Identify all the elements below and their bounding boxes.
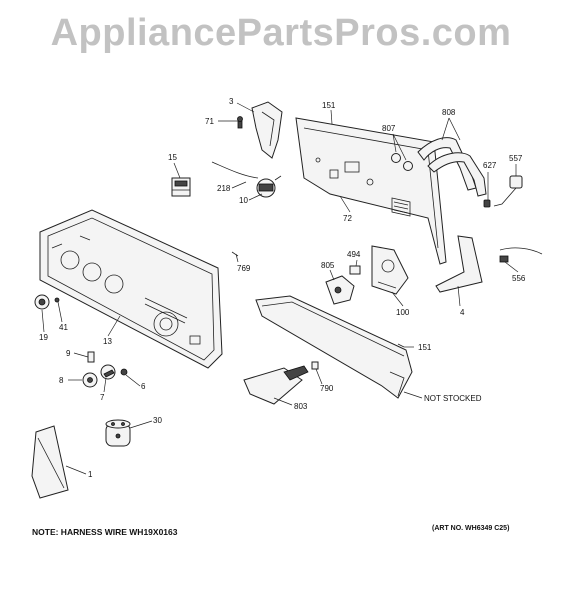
- label-218: 218: [217, 184, 231, 193]
- label-41: 41: [59, 323, 68, 332]
- part-808-hoses: [417, 137, 487, 197]
- label-151-lower: 151: [418, 343, 432, 352]
- part-10-pressure-switch: [256, 175, 282, 198]
- label-19: 19: [39, 333, 48, 342]
- label-7: 7: [100, 393, 105, 402]
- label-1: 1: [88, 470, 93, 479]
- callout-labels: 3 71 151 808 807 15 218 10 627 557 72 49…: [39, 97, 526, 479]
- label-769: 769: [237, 264, 251, 273]
- part-556-harness: [499, 247, 543, 263]
- part-790-clip: [311, 361, 319, 370]
- label-803: 803: [294, 402, 308, 411]
- part-627-clip: [483, 199, 491, 208]
- label-not-stocked: NOT STOCKED: [424, 394, 482, 403]
- part-13-control-panel: [39, 209, 223, 369]
- label-100: 100: [396, 308, 410, 317]
- part-19-knob: [34, 294, 50, 310]
- watermark: AppliancePartsPros.com: [50, 12, 512, 54]
- part-71-screw: [237, 116, 243, 129]
- part-494-connector: [349, 265, 361, 275]
- label-790: 790: [320, 384, 334, 393]
- part-218-tube: [211, 161, 259, 179]
- label-10: 10: [239, 196, 248, 205]
- label-808: 808: [442, 108, 456, 117]
- label-72: 72: [343, 214, 352, 223]
- part-803-dispenser: [243, 365, 309, 405]
- part-769-fastener: [231, 251, 239, 257]
- label-3: 3: [229, 97, 234, 106]
- part-9-clip: [87, 351, 95, 363]
- label-556: 556: [512, 274, 526, 283]
- label-494: 494: [347, 250, 361, 259]
- label-627: 627: [483, 161, 497, 170]
- label-8: 8: [59, 376, 64, 385]
- part-557-valve: [493, 175, 523, 207]
- label-9: 9: [66, 349, 71, 358]
- label-4: 4: [460, 308, 465, 317]
- label-6: 6: [141, 382, 146, 391]
- part-6-clip: [120, 368, 128, 376]
- part-807-washers: [391, 153, 413, 171]
- part-151-clip-lower: [397, 343, 405, 348]
- part-30-capacitor: [105, 419, 131, 447]
- part-4-end-cap: [435, 235, 483, 293]
- part-3-bracket: [251, 101, 283, 159]
- part-15-switch: [171, 177, 191, 197]
- mounting-bracket-not-stocked: [255, 295, 413, 399]
- part-1-literature: [31, 425, 69, 499]
- label-15: 15: [168, 153, 177, 162]
- label-807: 807: [382, 124, 396, 133]
- harness-wire-note: NOTE: HARNESS WIRE WH19X0163: [32, 527, 178, 537]
- part-7-knob: [100, 364, 116, 380]
- label-151-top: 151: [322, 101, 336, 110]
- part-41-clip: [54, 297, 60, 303]
- leader-lines: [41, 102, 519, 475]
- part-8-knob: [82, 372, 98, 388]
- label-71: 71: [205, 117, 214, 126]
- part-805-latch: [325, 275, 355, 305]
- part-72-backsplash-panel: [295, 117, 447, 265]
- part-100-controller: [371, 245, 409, 295]
- label-557: 557: [509, 154, 523, 163]
- label-805: 805: [321, 261, 335, 270]
- art-number: (ART NO. WH6349 C25): [432, 525, 509, 532]
- label-13: 13: [103, 337, 112, 346]
- label-30: 30: [153, 416, 162, 425]
